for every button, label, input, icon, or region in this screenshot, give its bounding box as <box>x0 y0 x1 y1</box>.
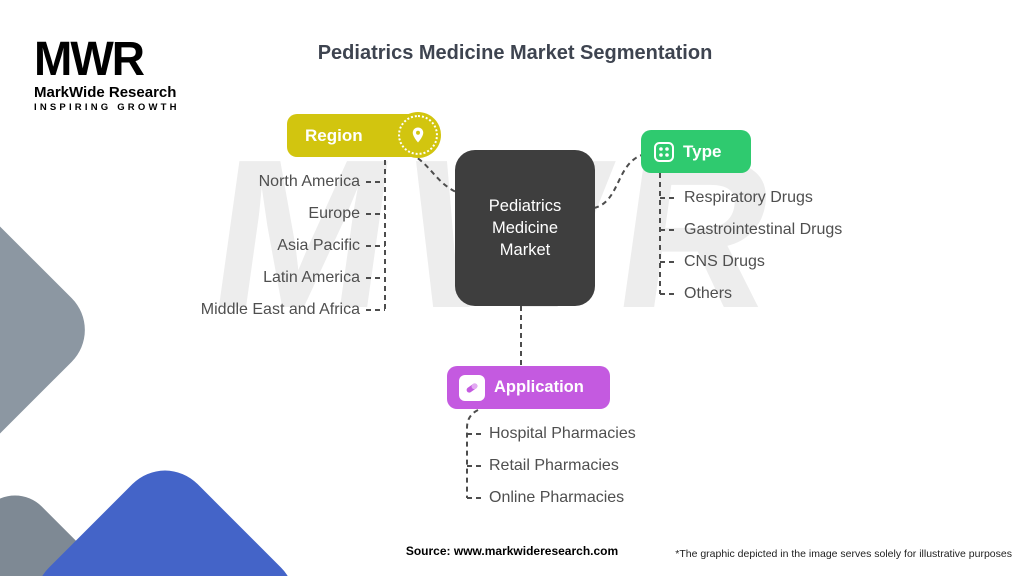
markwide-logo: MWR MarkWide Research INSPIRING GROWTH <box>34 34 180 113</box>
type-branch-button: Type <box>641 130 751 173</box>
type-item: CNS Drugs <box>684 253 765 270</box>
application-branch-button: Application <box>447 366 610 409</box>
logo-tagline: INSPIRING GROWTH <box>34 102 180 113</box>
region-item: Europe <box>308 205 360 222</box>
region-branch-label: Region <box>305 125 363 145</box>
region-branch-button: Region <box>287 112 441 158</box>
application-item: Hospital Pharmacies <box>489 425 636 442</box>
center-node-label: Pediatrics Medicine Market <box>488 196 562 260</box>
disclaimer-text: *The graphic depicted in the image serve… <box>675 548 1012 560</box>
region-item: Asia Pacific <box>277 237 360 254</box>
type-item: Respiratory Drugs <box>684 189 813 206</box>
type-item: Gastrointestinal Drugs <box>684 221 843 238</box>
application-item: Retail Pharmacies <box>489 457 619 474</box>
type-item: Others <box>684 285 733 302</box>
decorative-blue-shape <box>16 451 314 576</box>
page-title: Pediatrics Medicine Market Segmentation <box>317 42 713 64</box>
source-text: Source: www.markwideresearch.com <box>405 544 619 558</box>
type-branch-label: Type <box>683 141 722 161</box>
medicine-icon <box>459 374 485 401</box>
center-node: Pediatrics Medicine Market <box>455 150 595 306</box>
application-item: Online Pharmacies <box>489 489 625 506</box>
region-item: Middle East and Africa <box>200 301 360 318</box>
region-item: Latin America <box>263 269 360 286</box>
region-item: North America <box>258 173 360 190</box>
logo-name: MarkWide Research <box>34 84 177 101</box>
logo-mark: MWR <box>34 30 145 86</box>
application-branch-label: Application <box>494 378 584 396</box>
location-pin-icon <box>395 112 441 158</box>
decorative-gray-shape-left <box>0 181 104 479</box>
pill-grid-icon <box>653 141 675 163</box>
